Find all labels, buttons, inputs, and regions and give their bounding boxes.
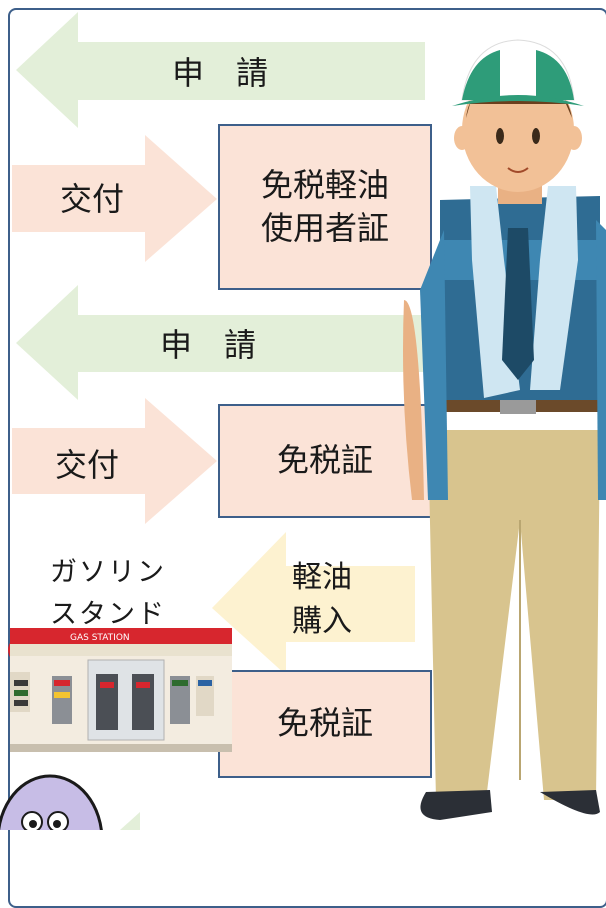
apply-arrow-2 bbox=[16, 285, 425, 400]
user-certificate-card: 免税軽油 使用者証 bbox=[218, 124, 432, 290]
purchase-label-line2: 購入 bbox=[292, 604, 352, 639]
purchase-label-line1: 軽油 bbox=[292, 560, 352, 595]
user-certificate-line2: 使用者証 bbox=[260, 209, 389, 247]
apply-arrow-1 bbox=[16, 12, 425, 128]
station-label: ガソリン スタンド bbox=[50, 552, 166, 636]
tax-exemption-card-2-text: 免税証 bbox=[276, 704, 373, 743]
purchase-arrow bbox=[212, 532, 415, 675]
issue-label-1: 交付 bbox=[60, 180, 125, 218]
apply-arrow-3-partial bbox=[120, 812, 140, 830]
issue-arrow-2 bbox=[12, 398, 217, 524]
arrows-layer bbox=[12, 12, 425, 830]
tax-exemption-card-1-text: 免税証 bbox=[276, 441, 373, 480]
tax-exemption-card-1: 免税証 bbox=[218, 404, 432, 518]
station-label-line1: ガソリン bbox=[50, 557, 166, 588]
issue-arrow-1 bbox=[12, 135, 217, 262]
purchase-label: 軽油 購入 bbox=[292, 556, 352, 644]
station-label-line2: スタンド bbox=[50, 599, 166, 630]
user-certificate-line1: 免税軽油 bbox=[260, 165, 389, 204]
tax-exemption-card-2: 免税証 bbox=[218, 670, 432, 778]
apply-label-1: 申 請 bbox=[172, 54, 269, 92]
apply-label-2: 申 請 bbox=[160, 326, 257, 364]
issue-label-2: 交付 bbox=[55, 446, 120, 484]
